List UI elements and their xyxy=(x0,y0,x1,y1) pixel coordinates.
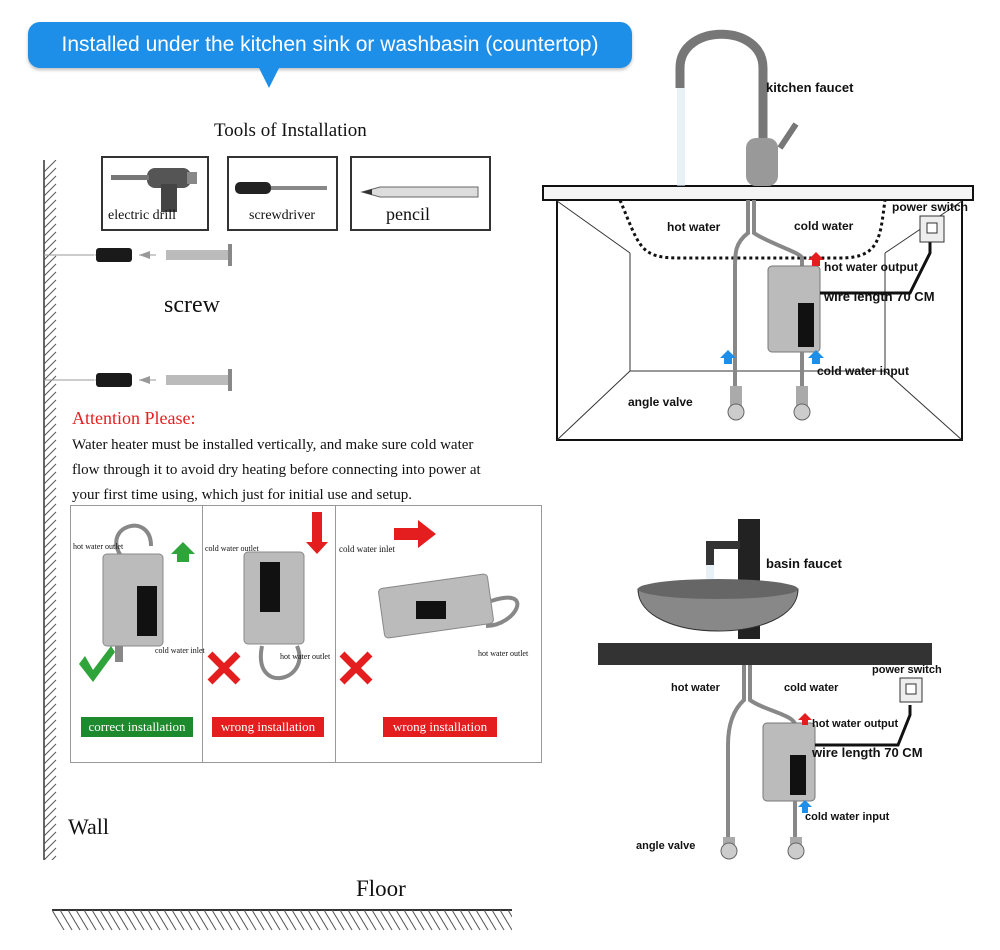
drill-icon xyxy=(111,168,197,212)
basin-cold-water-label: cold water xyxy=(784,682,839,694)
kitchen-cold-input-label: cold water input xyxy=(817,364,910,378)
banner-tail xyxy=(258,66,280,88)
basin-power-switch-label: power switch xyxy=(872,664,942,676)
kitchen-hot-output-label: hot water output xyxy=(824,260,918,274)
attention-title: Attention Please: xyxy=(72,408,196,428)
attention-line: your first time using, which just for in… xyxy=(72,487,412,503)
cross-icon xyxy=(207,651,241,685)
kitchen-faucet-label: kitchen faucet xyxy=(766,80,854,95)
pencil-icon xyxy=(360,186,479,198)
tool-drill: electric drill xyxy=(101,156,209,231)
checkmark-icon xyxy=(79,646,115,682)
arrow-down-icon xyxy=(306,512,328,554)
attention-line: flow through it to avoid dry heating bef… xyxy=(72,462,481,478)
basin-angle-valve-label: angle valve xyxy=(636,840,696,852)
tool-screwdriver: screwdriver xyxy=(227,156,338,231)
result-badge: wrong installation xyxy=(212,717,324,737)
screw-label: screw xyxy=(164,292,220,318)
basin-hot-water-label: hot water xyxy=(671,682,720,694)
tool-label-pencil: pencil xyxy=(386,204,430,224)
screw-anchor-bottom xyxy=(44,369,232,391)
orientation-table: hot water outlet cold water inlet correc… xyxy=(70,505,542,763)
result-badge: correct installation xyxy=(81,717,193,737)
floor-hatch xyxy=(52,909,512,931)
orient-label-top: cold water outlet xyxy=(205,544,259,553)
arrow-right-icon xyxy=(394,520,436,548)
attention-text: Water heater must be installed verticall… xyxy=(72,433,542,508)
wall-hatch xyxy=(43,160,57,860)
basin-wire-length-label: wire length 70 CM xyxy=(812,745,923,760)
attention-line: Water heater must be installed verticall… xyxy=(72,437,474,453)
basin-hot-output-label: hot water output xyxy=(812,718,899,730)
wall-label: Wall xyxy=(68,814,109,839)
orient-label-bottom: cold water inlet xyxy=(155,646,205,655)
heater-vertical-correct xyxy=(79,523,195,682)
tool-pencil: pencil xyxy=(350,156,491,231)
banner-text: Installed under the kitchen sink or wash… xyxy=(61,33,599,56)
floor-label: Floor xyxy=(356,876,406,901)
basin-faucet-label: basin faucet xyxy=(766,556,842,571)
result-badge: wrong installation xyxy=(383,717,497,737)
screw-anchor-top xyxy=(44,244,232,266)
orient-label-bottom: hot water outlet xyxy=(280,652,331,661)
kitchen-cold-water-label: cold water xyxy=(794,219,854,233)
cross-icon xyxy=(339,651,373,685)
heater-horizontal xyxy=(339,520,520,685)
screwdriver-icon xyxy=(235,182,327,194)
basin-diagram xyxy=(598,519,932,860)
kitchen-angle-valve-label: angle valve xyxy=(628,395,693,409)
orient-label-top: hot water outlet xyxy=(73,542,124,551)
basin-cold-input-label: cold water input xyxy=(805,811,890,823)
kitchen-sink-diagram xyxy=(542,29,974,441)
arrow-up-icon xyxy=(171,542,195,562)
heater-upside-down xyxy=(207,512,328,685)
tool-label-screwdriver: screwdriver xyxy=(249,208,316,223)
orient-label-bottom: hot water outlet xyxy=(478,649,529,658)
tool-label-drill: electric drill xyxy=(108,208,177,223)
kitchen-power-switch-label: power switch xyxy=(892,200,969,214)
kitchen-wire-length-label: wire length 70 CM xyxy=(824,289,935,304)
title-banner: Installed under the kitchen sink or wash… xyxy=(28,22,632,68)
tools-title: Tools of Installation xyxy=(214,120,367,141)
kitchen-hot-water-label: hot water xyxy=(667,220,721,234)
orient-label-top: cold water inlet xyxy=(339,544,395,554)
